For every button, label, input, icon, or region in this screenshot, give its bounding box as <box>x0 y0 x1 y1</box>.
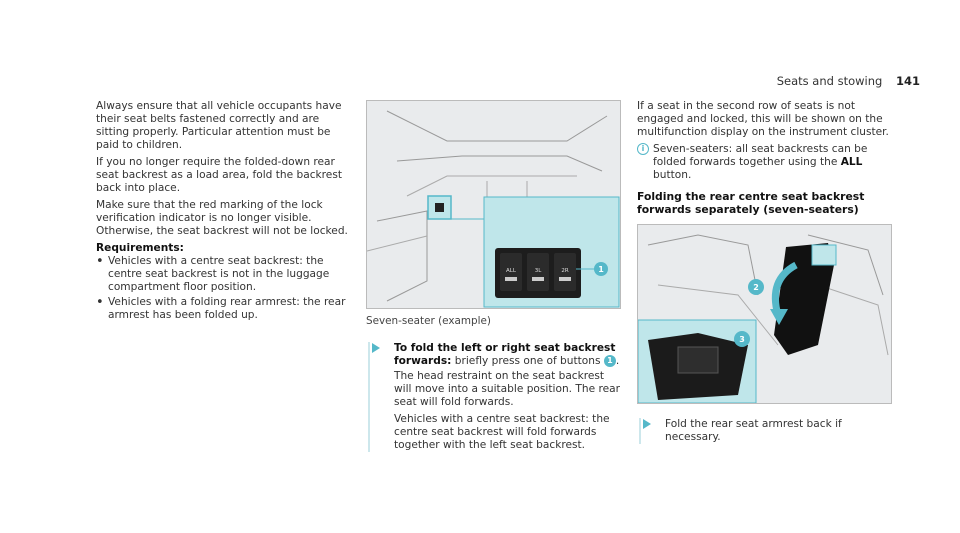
step-arrow-icon <box>372 343 380 353</box>
callout-1-icon: 1 <box>603 355 616 367</box>
info-note: i Seven-seaters: all seat backrests can … <box>637 143 895 182</box>
figure-seat-buttons: ALL 3L 2R 1 <box>366 100 621 309</box>
callout-1-icon <box>594 262 608 276</box>
list-item: Vehicles with a centre seat backrest: th… <box>96 255 351 294</box>
column-right: If a seat in the second row of seats is … <box>637 100 895 444</box>
info-icon: i <box>637 143 649 155</box>
paragraph: Make sure that the red marking of the lo… <box>96 199 348 237</box>
button-label-all: ALL <box>506 268 517 274</box>
page-number: 141 <box>895 74 920 88</box>
paragraph: If a seat in the second row of seats is … <box>637 100 889 138</box>
column-left: Always ensure that all vehicle occupants… <box>96 100 351 324</box>
button-label-2r: 2R <box>561 268 568 274</box>
step-text: Fold the rear seat armrest back if neces… <box>665 418 842 443</box>
callout-1-label: 1 <box>598 265 604 274</box>
callout-2-label: 2 <box>753 283 759 292</box>
list-item: Vehicles with a folding rear armrest: th… <box>96 296 351 322</box>
fold-arrow-icon <box>770 309 788 325</box>
paragraph: Vehicles with a centre seat backrest: th… <box>394 413 610 451</box>
column-middle: ALL 3L 2R 1 Seven-seater (example) To fo… <box>366 100 621 456</box>
callout-3-label: 3 <box>739 335 745 344</box>
paragraph: The head restraint on the seat backrest … <box>394 370 620 408</box>
figure-caption: Seven-seater (example) <box>366 315 491 327</box>
button-label-3l: 3L <box>535 268 542 274</box>
requirements-list: Vehicles with a centre seat backrest: th… <box>96 255 351 322</box>
section-heading: Folding the rear centre seat backrest fo… <box>637 190 865 216</box>
callout-3-icon <box>734 331 750 347</box>
requirements-label: Requirements: <box>96 242 184 254</box>
paragraph: If you no longer require the folded-down… <box>96 156 342 194</box>
figure-centre-backrest: 2 3 <box>637 224 892 404</box>
step-arrow-icon <box>643 419 651 429</box>
instruction-step: Fold the rear seat armrest back if neces… <box>639 418 895 444</box>
callout-2-icon <box>748 279 764 295</box>
step-text: briefly press one of buttons <box>454 355 601 367</box>
step-title: To fold the left or right seat backrest … <box>394 342 616 367</box>
paragraph: Always ensure that all vehicle occupants… <box>96 100 342 151</box>
figure-illustration: ALL 3L 2R 1 <box>367 101 620 308</box>
section-title: Seats and stowing <box>776 74 883 88</box>
figure-illustration: 2 3 <box>638 225 891 403</box>
all-button-label: ALL <box>840 156 863 168</box>
page-header: Seats and stowing 141 <box>750 74 920 88</box>
instruction-step: To fold the left or right seat backrest … <box>368 342 621 452</box>
